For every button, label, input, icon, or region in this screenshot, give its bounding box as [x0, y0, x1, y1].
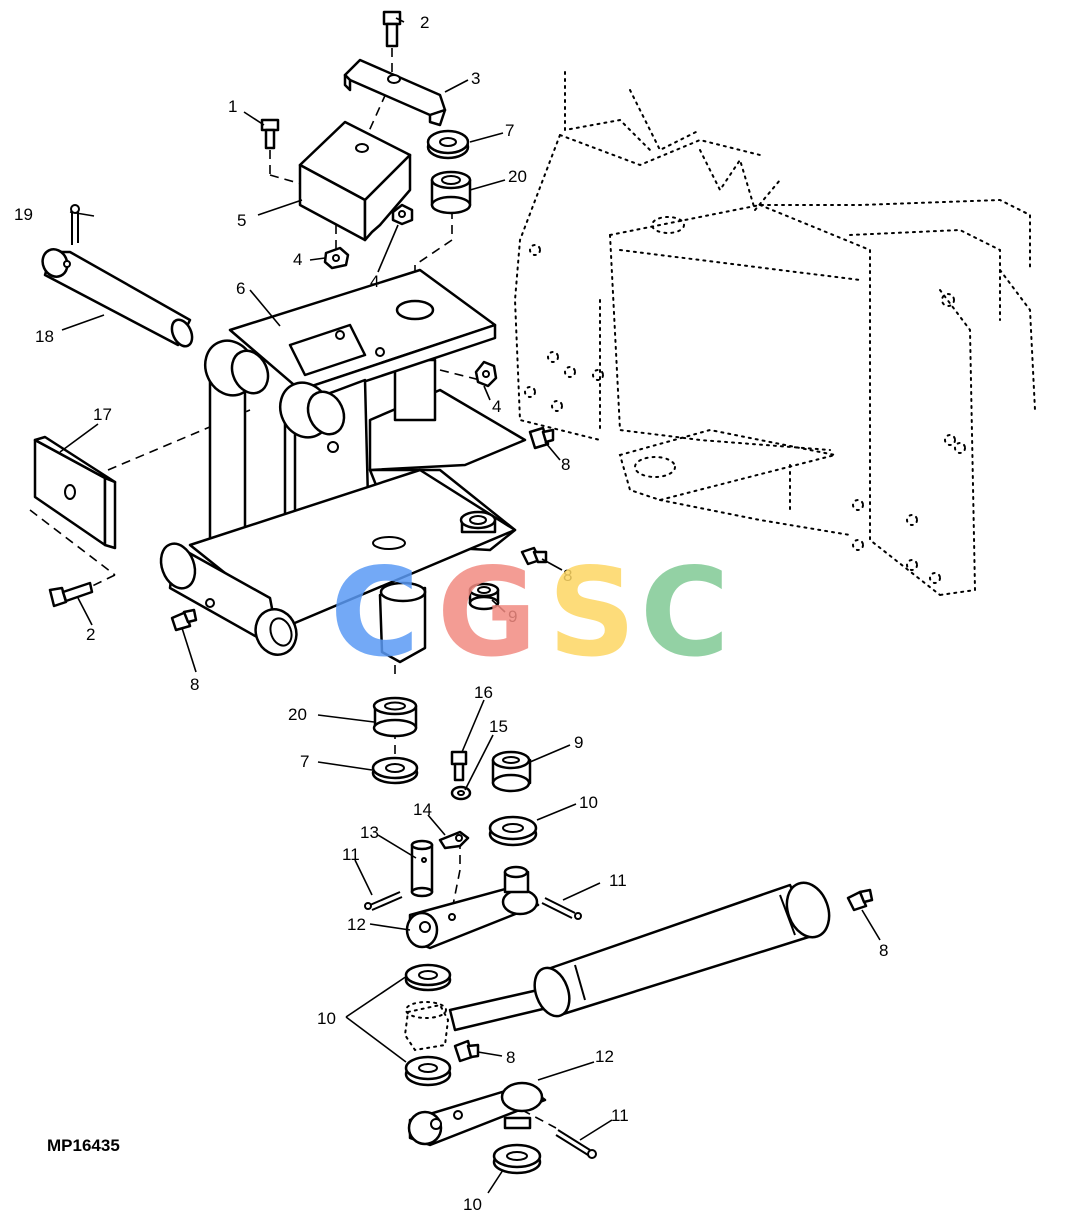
watermark-letter-4: C [640, 542, 730, 684]
leader-lines [59, 17, 881, 1194]
pivot-pin-18 [41, 248, 194, 348]
watermark-letter-3: S [548, 542, 636, 684]
callout-13: 13 [360, 823, 379, 842]
callout-2-lower: 2 [86, 625, 95, 644]
callout-7-top: 7 [505, 121, 514, 140]
callout-8-a: 8 [561, 455, 570, 474]
callout-4-a: 4 [293, 250, 302, 269]
callout-14: 14 [413, 800, 432, 819]
washer-10-b [404, 963, 452, 992]
callout-5: 5 [237, 211, 246, 230]
figure-id: MP16435 [47, 1136, 120, 1155]
link-12-a [405, 865, 540, 950]
cotter-pin-19 [70, 204, 80, 245]
callout-11-a: 11 [342, 845, 360, 864]
nut-4-c [474, 360, 498, 388]
callout-8-c: 8 [190, 675, 199, 694]
cotter-pin-11-b [541, 897, 582, 920]
bolt-2-top [382, 10, 402, 48]
pivot-frame-6 [159, 268, 527, 664]
cotter-pin-11-c [555, 1129, 597, 1159]
callout-20-lower: 20 [288, 705, 307, 724]
callout-labels: 1 2 3 19 5 4 4 7 20 6 18 4 17 8 8 2 9 8 … [14, 13, 888, 1214]
tractor-frame-outline [513, 71, 1036, 596]
nut-4-a [323, 246, 350, 270]
watermark-logo: C G S C [330, 542, 730, 684]
grease-fitting-8-e [453, 1039, 480, 1063]
washer-10-a [488, 815, 538, 847]
callout-6: 6 [236, 279, 245, 298]
bushing-9-a [468, 582, 500, 611]
callout-16: 16 [474, 683, 493, 702]
callout-2-top: 2 [420, 13, 429, 32]
bushing-9-b [491, 750, 532, 793]
bracket-5 [298, 120, 412, 242]
washer-7-top [426, 129, 470, 160]
callout-17: 17 [93, 405, 112, 424]
washer-10-d [492, 1143, 542, 1175]
callout-3: 3 [471, 69, 480, 88]
callout-18: 18 [35, 327, 54, 346]
washer-7-lower [371, 756, 419, 785]
watermark-letter-2: G [437, 542, 537, 684]
callout-11-c: 11 [611, 1106, 629, 1125]
callout-10-c: 10 [463, 1195, 482, 1214]
cotter-pin-11-a [364, 891, 403, 911]
nut-4-b [391, 203, 414, 226]
washer-10-c [404, 1055, 452, 1087]
bushing-20-lower [372, 696, 418, 738]
callout-8-e: 8 [506, 1048, 515, 1067]
watermark-letter-1: C [330, 542, 420, 684]
washer-15 [450, 785, 472, 801]
grease-fitting-8-c [170, 608, 198, 632]
callout-10-a: 10 [579, 793, 598, 812]
callout-10-b: 10 [317, 1009, 336, 1028]
link-12-b [407, 1081, 547, 1147]
callout-7-lower: 7 [300, 752, 309, 771]
callout-19: 19 [14, 205, 33, 224]
callout-4-b: 4 [370, 272, 379, 291]
callout-4-c: 4 [492, 397, 501, 416]
grease-fitting-8-d [846, 888, 874, 912]
callout-9-b: 9 [574, 733, 583, 752]
plate-17 [33, 435, 117, 550]
pin-13 [410, 839, 434, 898]
callout-8-d: 8 [879, 941, 888, 960]
callout-12-a: 12 [347, 915, 366, 934]
callout-9-a: 9 [508, 607, 517, 626]
clamp-3 [343, 58, 447, 127]
bolt-1 [260, 118, 280, 150]
callout-20-top: 20 [508, 167, 527, 186]
hydraulic-cylinder [403, 881, 831, 1052]
callout-8-b: 8 [563, 566, 572, 585]
grease-fitting-8-b [520, 546, 548, 566]
bolt-2-lower [48, 581, 94, 608]
bushing-20-top [430, 170, 472, 215]
tab-14 [438, 830, 470, 850]
bolt-16 [450, 750, 468, 782]
callout-15: 15 [489, 717, 508, 736]
callout-12-b: 12 [595, 1047, 614, 1066]
grease-fitting-8-a [528, 426, 555, 450]
callout-11-b: 11 [609, 871, 627, 890]
callout-1: 1 [228, 97, 237, 116]
